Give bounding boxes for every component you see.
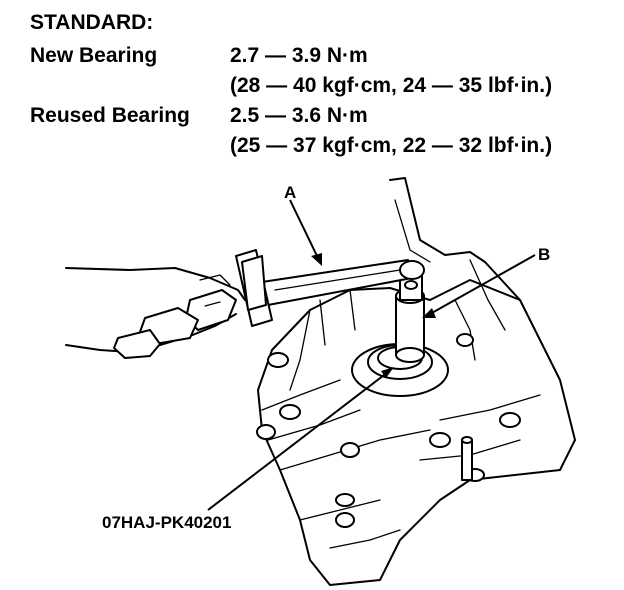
leader-lines	[207, 199, 536, 511]
new-bearing-alt: (28 — 40 kgf·cm, 24 — 35 lbf·in.)	[230, 74, 553, 97]
arrowhead-b	[422, 308, 436, 318]
spec-heading: STANDARD:	[30, 11, 154, 34]
housing-upper-frame	[389, 177, 521, 361]
leader-line-b	[429, 254, 536, 315]
reused-bearing-label: Reused Bearing	[30, 104, 190, 127]
dowel-pin	[461, 436, 473, 481]
callout-label-b: B	[538, 245, 551, 264]
new-bearing-label: New Bearing	[30, 44, 158, 67]
torque-wrench	[235, 249, 425, 327]
callout-label-a: A	[284, 183, 297, 202]
leader-line-a	[289, 199, 319, 259]
leader-line-tool	[207, 371, 389, 511]
tool-part-number: 07HAJ-PK40201	[102, 513, 232, 532]
hand	[65, 267, 246, 359]
housing-bolt-bosses	[256, 333, 521, 528]
reused-bearing-value: 2.5 — 3.6 N·m	[230, 104, 368, 127]
reused-bearing-alt: (25 — 37 kgf·cm, 22 — 32 lbf·in.)	[230, 134, 553, 157]
arrowhead-a	[311, 253, 322, 266]
new-bearing-value: 2.7 — 3.9 N·m	[230, 44, 368, 67]
arrowhead-tool	[381, 367, 394, 378]
